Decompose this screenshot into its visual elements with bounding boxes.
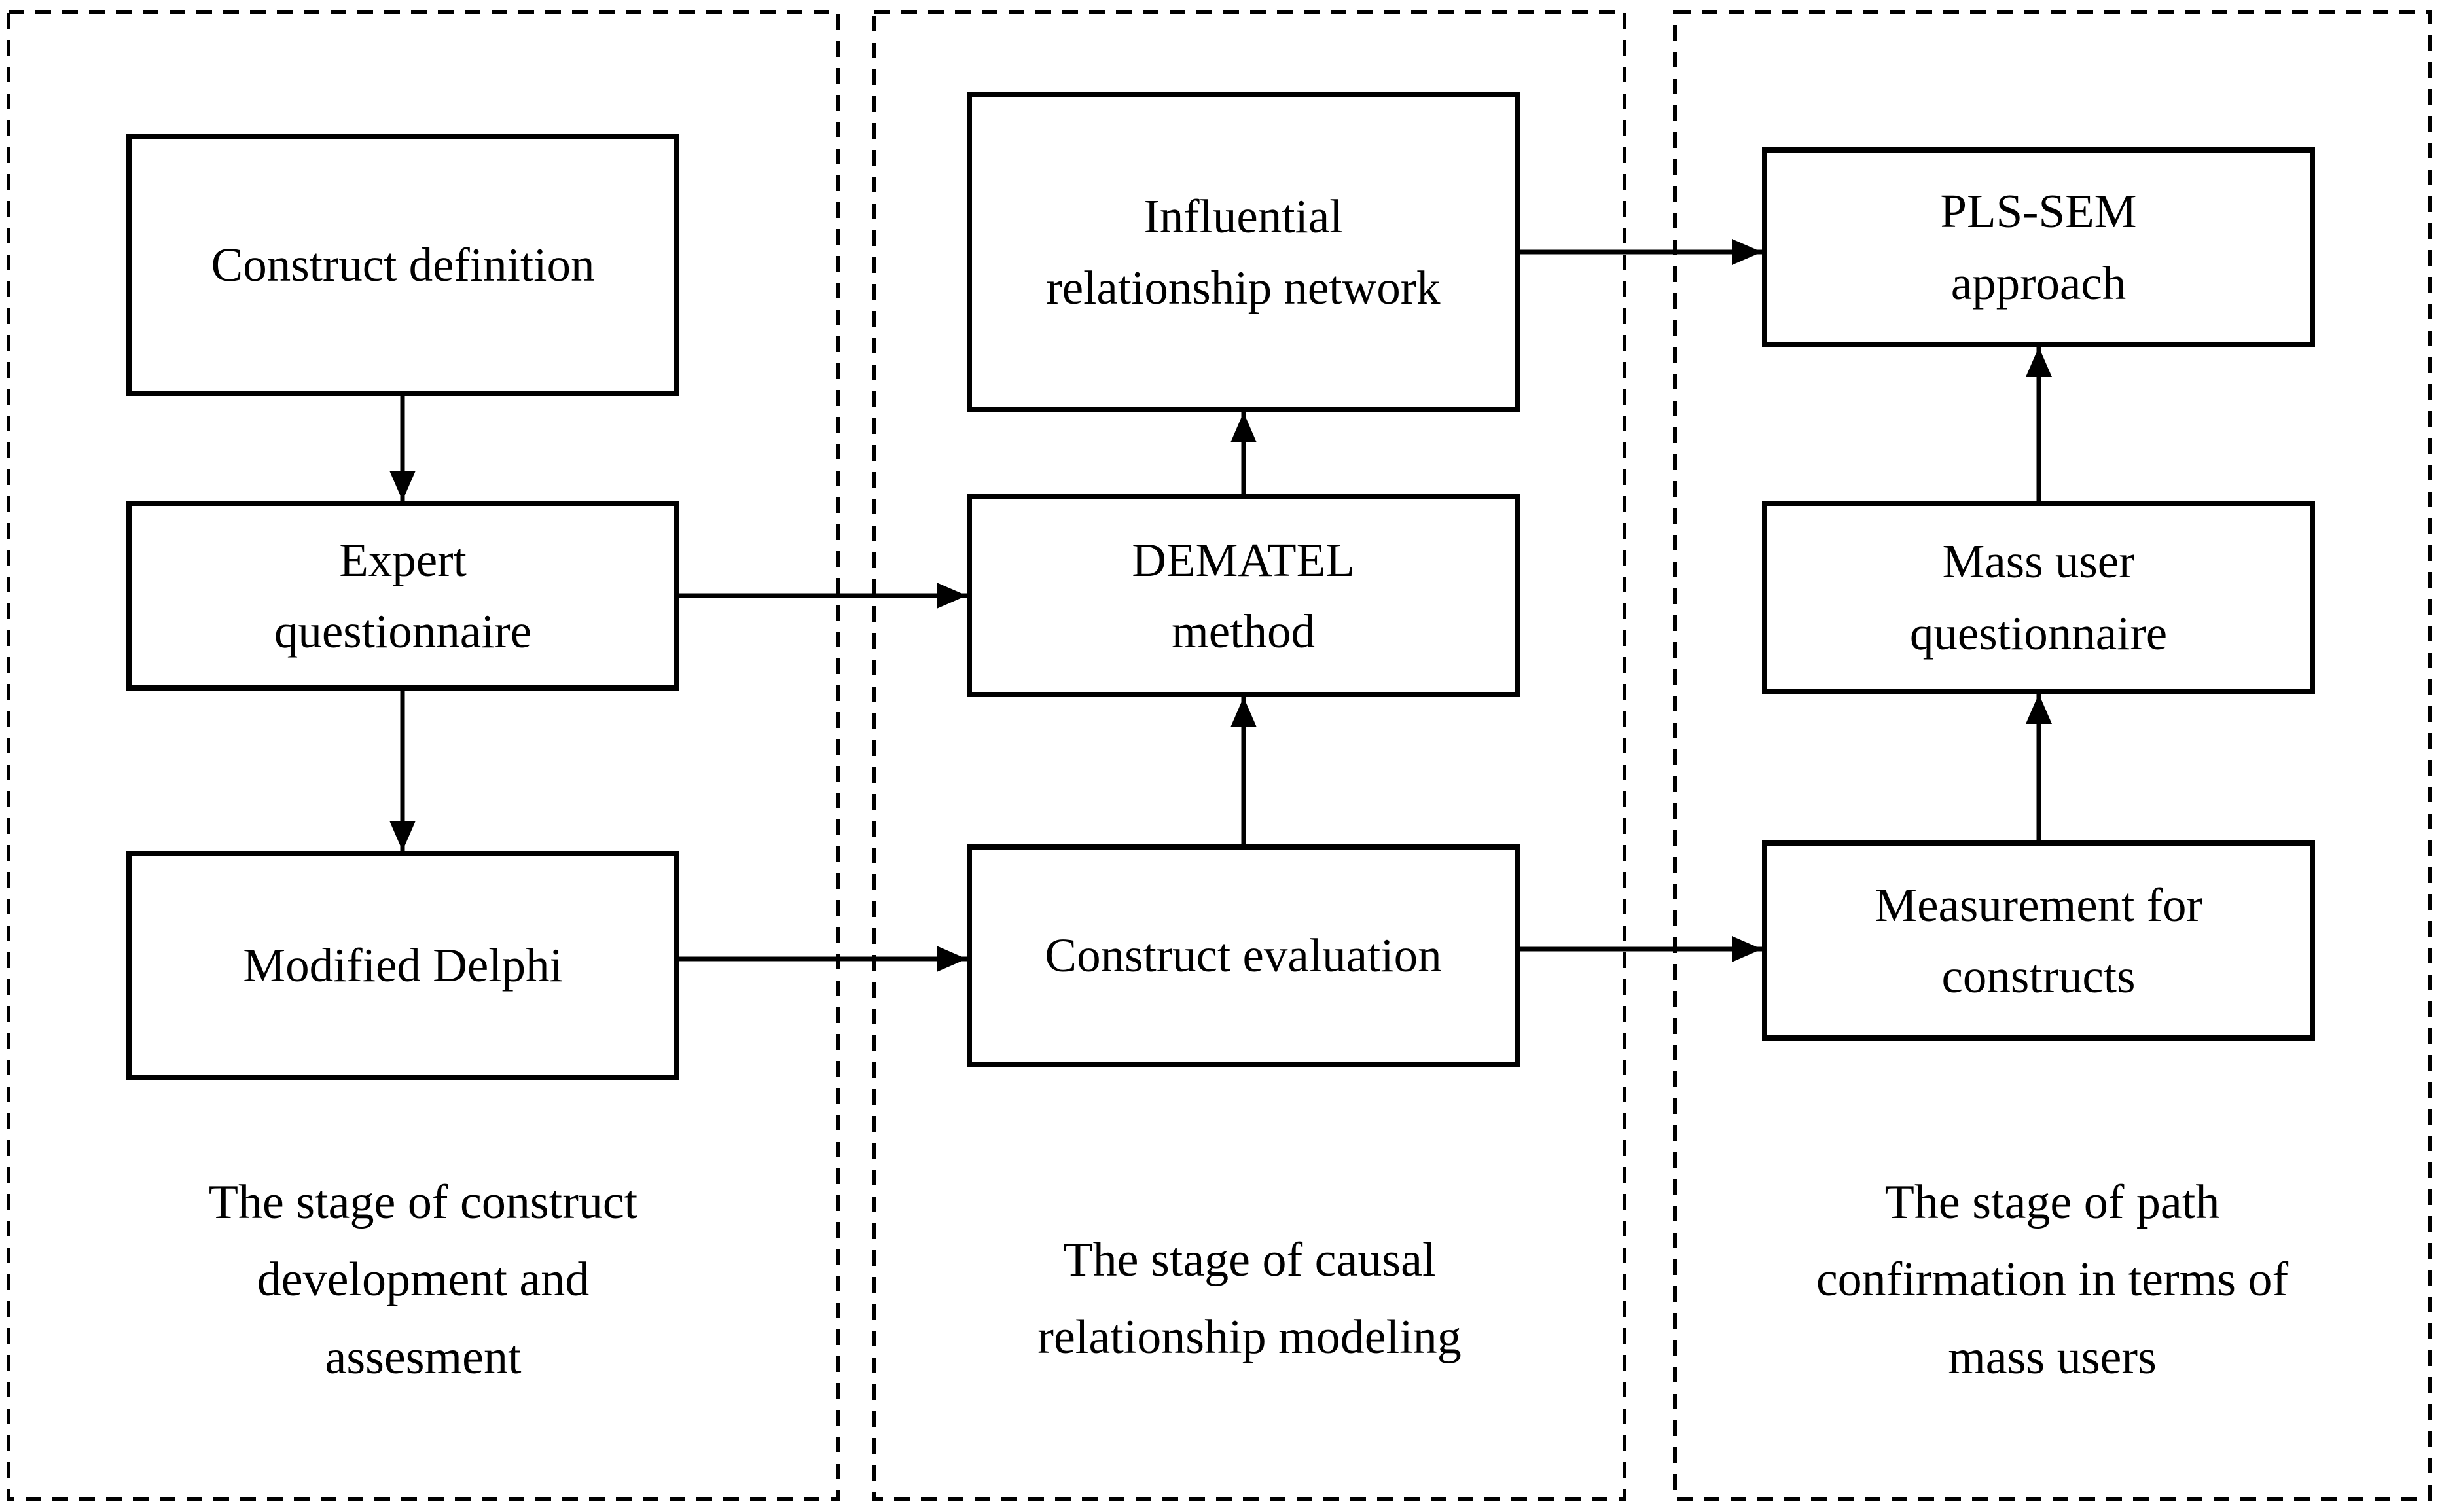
box-measurement-for-constructs-label: Measurement for constructs (1875, 878, 2202, 1003)
box-construct-evaluation: Construct evaluation (967, 844, 1520, 1067)
box-mass-user-questionnaire-label: Mass user questionnaire (1909, 535, 2168, 660)
box-measurement-for-constructs: Measurement for constructs (1762, 840, 2315, 1041)
box-modified-delphi: Modified Delphi (126, 851, 679, 1080)
box-pls-sem-approach-label: PLS-SEM approach (1940, 185, 2137, 310)
box-pls-sem-approach: PLS-SEM approach (1762, 147, 2315, 347)
box-modified-delphi-label: Modified Delphi (243, 939, 563, 992)
box-expert-questionnaire-label: Expert questionnaire (274, 533, 532, 658)
stage-label-construct-development: The stage of construct development and a… (208, 1176, 638, 1384)
stage-label-path-confirmation: The stage of path confirmation in terms … (1816, 1176, 2289, 1384)
box-construct-definition: Construct definition (126, 134, 679, 396)
box-expert-questionnaire: Expert questionnaire (126, 501, 679, 691)
box-construct-evaluation-label: Construct evaluation (1045, 929, 1442, 982)
stage-label-causal-relationship-modeling: The stage of causal relationship modelin… (1037, 1233, 1462, 1365)
box-mass-user-questionnaire: Mass user questionnaire (1762, 501, 2315, 694)
box-construct-definition-label: Construct definition (211, 238, 595, 292)
box-influential-relationship-network: Influential relationship network (967, 92, 1520, 412)
box-dematel-method: DEMATEL method (967, 494, 1520, 697)
box-dematel-method-label: DEMATEL method (1132, 533, 1355, 658)
box-influential-relationship-network-label: Influential relationship network (1046, 189, 1441, 315)
